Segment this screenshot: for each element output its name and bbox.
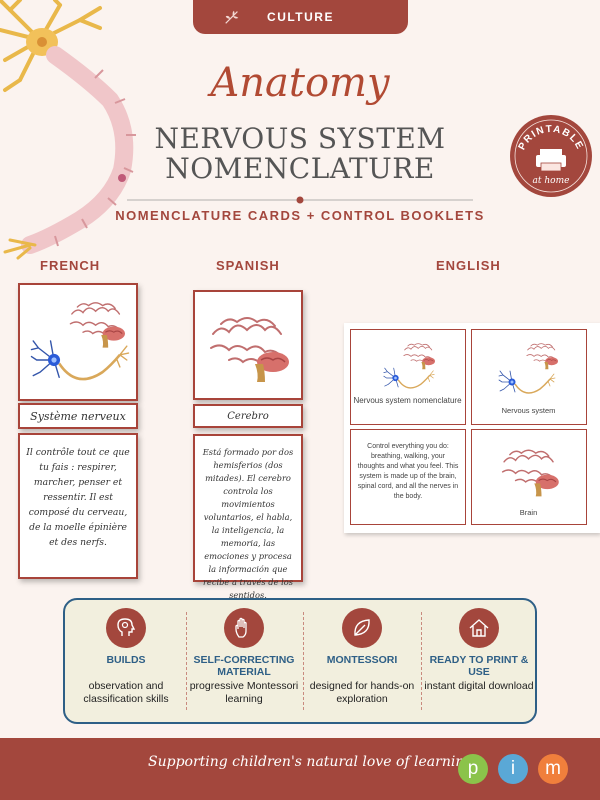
feature-desc: progressive Montessori learning <box>189 680 299 705</box>
english-card-brain-label: Brain <box>519 508 538 517</box>
english-card-picture: Nervous system <box>471 329 587 425</box>
features-panel: BUILDS observation and classification sk… <box>63 598 537 724</box>
feature-heading: BUILDS <box>106 654 146 666</box>
title-divider <box>127 196 473 204</box>
english-card-title-label: Nervous system nomenclature <box>353 396 462 405</box>
script-title: Anatomy <box>210 60 390 106</box>
feature-montessori: MONTESSORI designed for hands-on explora… <box>305 600 419 722</box>
head-icon <box>106 608 146 648</box>
brain-image <box>199 302 299 386</box>
english-card-text: Control everything you do: breathing, wa… <box>350 429 466 525</box>
category-label: CULTURE <box>267 10 334 24</box>
lang-label-english: ENGLISH <box>436 258 501 273</box>
neuron-illustration <box>0 0 136 260</box>
feature-divider <box>186 612 187 710</box>
spanish-picture-card <box>193 290 303 400</box>
title-line-2: NOMENCLATURE <box>165 152 435 185</box>
spanish-text-card: Está formado por dos hemisferios (dos mi… <box>193 434 303 600</box>
pim-logo: p i m <box>458 754 570 788</box>
printable-badge-art <box>514 119 588 193</box>
logo-letter-p: p <box>458 754 488 784</box>
feature-desc: instant digital download <box>424 680 534 692</box>
svg-text:PRINTABLE: PRINTABLE <box>517 124 586 152</box>
category-tab: CULTURE <box>193 0 408 34</box>
french-text-card: Il contrôle tout ce que tu fais : respir… <box>18 433 138 579</box>
english-card-title: Nervous system nomenclature <box>350 329 466 425</box>
english-card-brain: Brain <box>471 429 587 525</box>
feature-self-correcting: SELF-CORRECTING MATERIAL progressive Mon… <box>187 600 301 722</box>
lang-label-spanish: SPANISH <box>216 258 280 273</box>
house-icon <box>459 608 499 648</box>
feature-builds: BUILDS observation and classification sk… <box>69 600 183 722</box>
footer-tagline: Supporting children's natural love of le… <box>148 754 474 770</box>
feature-desc: observation and classification skills <box>83 680 169 705</box>
logo-letter-i: i <box>498 754 528 784</box>
page-subtitle: NOMENCLATURE CARDS + CONTROL BOOKLETS <box>115 208 485 223</box>
leaf-icon <box>342 608 382 648</box>
sprig-icon <box>225 10 239 24</box>
english-card-picture-label: Nervous system <box>501 406 556 415</box>
feature-heading: MONTESSORI <box>326 654 398 666</box>
feature-divider <box>421 612 422 710</box>
neuron-image <box>381 360 437 396</box>
spanish-label-card: Cerebro <box>193 404 303 428</box>
printable-badge-text: PRINTABLE at home <box>517 124 586 186</box>
french-picture-card <box>18 283 138 401</box>
lang-label-french: FRENCH <box>40 258 101 273</box>
neuron-image <box>28 325 132 395</box>
neuron-image <box>494 362 560 402</box>
brain-image <box>494 440 566 498</box>
english-card-sheet: Nervous system nomenclature Nervous syst… <box>344 323 600 533</box>
feature-heading: SELF-CORRECTING MATERIAL <box>193 654 295 678</box>
title-line-1: NERVOUS SYSTEM <box>154 122 446 155</box>
feature-heading: READY TO PRINT & USE <box>429 654 529 678</box>
feature-desc: designed for hands-on exploration <box>309 680 415 705</box>
feature-divider <box>303 612 304 710</box>
hand-icon <box>224 608 264 648</box>
page-title: NERVOUS SYSTEM NOMENCLATURE <box>0 124 600 184</box>
badge-line-1: PRINTABLE <box>517 124 584 152</box>
feature-ready-to-print: READY TO PRINT & USE instant digital dow… <box>423 600 535 722</box>
french-label-card: Système nerveux <box>18 403 138 429</box>
logo-letter-m: m <box>538 754 568 784</box>
badge-line-2: at home <box>533 176 570 186</box>
